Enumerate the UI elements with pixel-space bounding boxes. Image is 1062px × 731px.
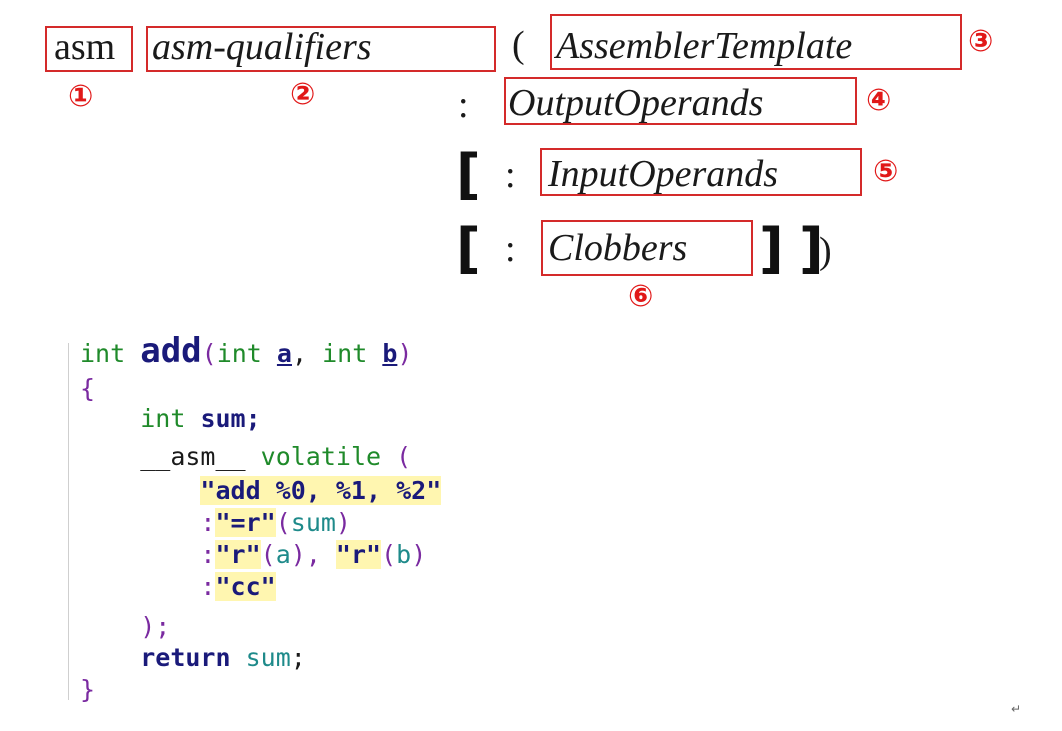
paren: ) (411, 540, 427, 569)
type-keyword: int (216, 339, 277, 368)
input-var-b: b (396, 540, 412, 569)
return-keyword: return (140, 643, 231, 672)
input-operands-label: InputOperands (548, 153, 779, 195)
colon-clobbers: : (505, 228, 516, 270)
input-constraint: "r" (335, 540, 382, 569)
asm-keyword: asm (54, 26, 116, 68)
marker-4: ④ (866, 83, 892, 118)
code-line-7: :"r"(a), "r"(b) (80, 540, 427, 569)
paren: ) (397, 339, 413, 368)
closing-paren-semicolon: ); (140, 612, 171, 641)
code-line-10: return sum; (80, 645, 306, 670)
code-line-8: :"cc" (80, 572, 276, 601)
output-box (504, 77, 857, 125)
paren: ( (381, 540, 397, 569)
colon-input: : (505, 154, 516, 196)
qualifiers-box (146, 26, 496, 72)
close-bracket-2: ] (799, 217, 824, 280)
return-var: sum (245, 643, 291, 672)
open-paren: ( (512, 24, 525, 66)
comma: , (291, 339, 323, 368)
code-line-3: int sum; (80, 404, 261, 433)
clobber-string: "cc" (215, 572, 276, 601)
asm-keyword-code: __asm__ (140, 442, 246, 471)
close-bracket-1: ] (759, 217, 784, 280)
semicolon: ; (290, 643, 306, 672)
code-line-4: __asm__ volatile ( (80, 444, 411, 469)
colon: : (200, 572, 216, 601)
assembler-template-label: AssemblerTemplate (556, 25, 853, 67)
marker-6: ⑥ (628, 279, 654, 314)
paren: ( (201, 339, 217, 368)
code-gutter-line (68, 343, 69, 700)
code-line-6: :"=r"(sum) (80, 508, 351, 537)
paren: ) (335, 508, 351, 537)
open-bracket-clobbers: [ (456, 217, 481, 280)
output-var: sum (290, 508, 336, 537)
code-line-11: } (80, 675, 96, 704)
clobbers-box (541, 220, 753, 276)
type-keyword: int (140, 404, 186, 433)
output-constraint: "=r" (215, 508, 276, 537)
input-var-a: a (275, 540, 291, 569)
code-line-2: { (80, 374, 96, 403)
input-box (540, 148, 862, 196)
paragraph-mark: ↵ (1011, 702, 1022, 716)
marker-2: ② (290, 77, 316, 112)
volatile-keyword: volatile (260, 442, 382, 471)
param-a: a (276, 339, 292, 368)
close-paren: ) (819, 230, 832, 272)
paren: ( (260, 540, 276, 569)
output-operands-label: OutputOperands (508, 82, 764, 124)
template-string: "add %0, %1, %2" (200, 476, 442, 505)
paren: ( (396, 442, 412, 471)
code-line-9: ); (80, 614, 170, 639)
open-bracket-input: [ (456, 143, 481, 206)
function-name: add (140, 331, 202, 371)
asm-box (45, 26, 133, 72)
local-sum: sum; (200, 404, 261, 433)
input-constraint: "r" (215, 540, 261, 569)
paren: ), (290, 540, 336, 569)
colon: : (200, 508, 216, 537)
colon: : (200, 540, 216, 569)
marker-1: ① (68, 79, 94, 114)
marker-3: ③ (968, 24, 994, 59)
type-keyword: int (80, 339, 126, 368)
marker-5: ⑤ (873, 154, 899, 189)
asm-qualifiers-label: asm-qualifiers (152, 26, 372, 68)
code-line-1: int add(int a, int b) (80, 334, 412, 368)
clobbers-label: Clobbers (548, 227, 688, 269)
code-line-5: "add %0, %1, %2" (80, 476, 442, 505)
template-box (550, 14, 962, 70)
paren: ( (275, 508, 291, 537)
type-keyword: int (322, 339, 383, 368)
colon-output: : (458, 84, 469, 126)
param-b: b (382, 339, 398, 368)
